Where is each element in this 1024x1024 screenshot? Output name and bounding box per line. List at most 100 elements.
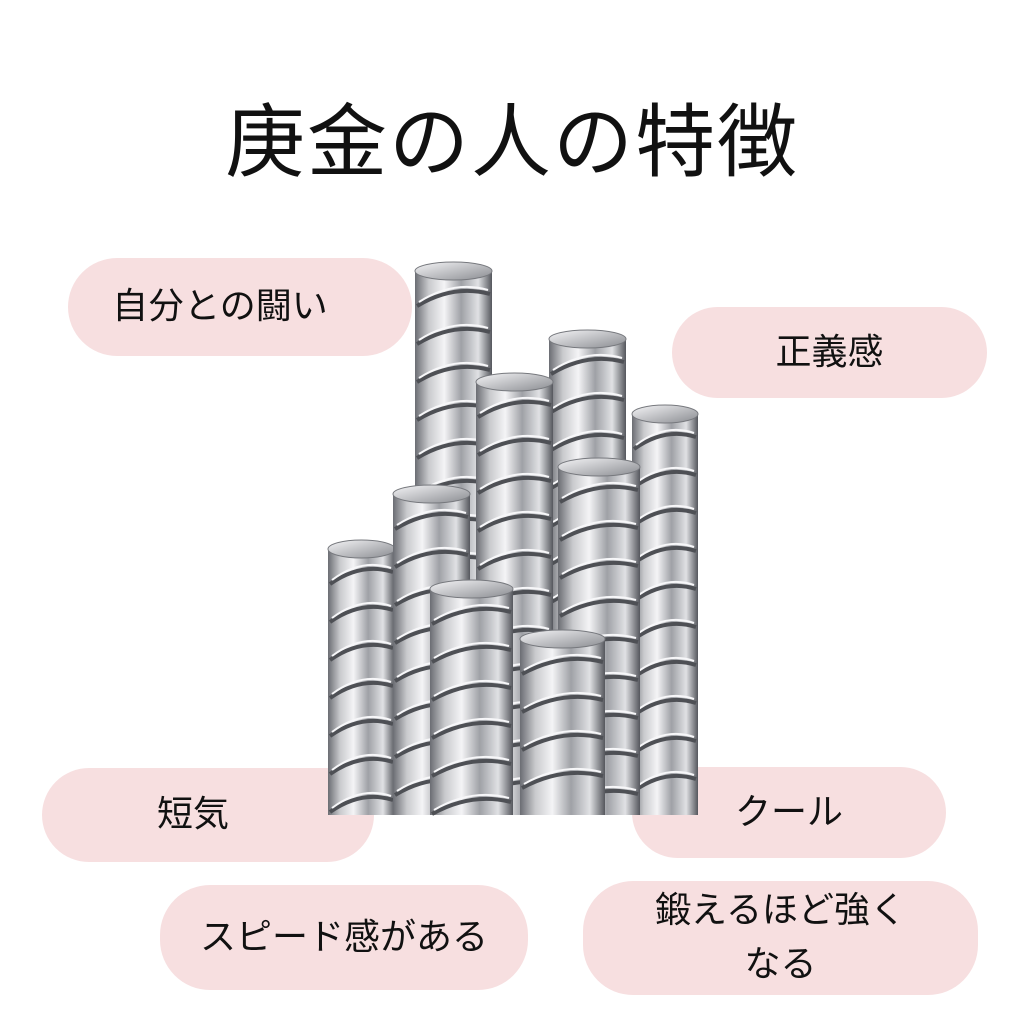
rebar-rib xyxy=(328,566,394,586)
rebar-rib xyxy=(431,720,512,740)
rebar-rib-highlight xyxy=(331,791,392,809)
rebar-rib-highlight xyxy=(635,504,695,522)
rebar-cap xyxy=(557,457,641,477)
rebar-cap xyxy=(429,579,514,599)
rebar-rib xyxy=(328,680,394,700)
rebar-rib-highlight xyxy=(523,653,602,671)
rebar-rib xyxy=(328,756,394,776)
rebar-rib xyxy=(476,513,552,533)
rebar-rib-highlight xyxy=(561,481,637,499)
rebar-cap xyxy=(475,372,554,392)
rebar-rib xyxy=(328,604,394,624)
rebar-rib-highlight xyxy=(635,428,695,446)
rebar-rib-highlight xyxy=(433,679,510,697)
rebar-rib-highlight xyxy=(635,770,695,788)
rebar-rib-highlight xyxy=(433,755,510,773)
rebar-cap xyxy=(548,329,627,349)
rebar-rib-highlight xyxy=(523,767,602,785)
rebar-rib-highlight xyxy=(433,793,510,811)
trait-pill-short-temper: 短気 xyxy=(42,768,374,862)
rebar-rib xyxy=(549,432,625,452)
rebar-body xyxy=(328,548,395,815)
rebar-rib xyxy=(476,551,552,571)
rebar-body xyxy=(430,588,513,815)
rebar-rib-highlight xyxy=(433,717,510,735)
trait-label: スピード感がある xyxy=(199,916,488,958)
rebar-rib-highlight xyxy=(635,580,695,598)
rebar-rib xyxy=(521,732,604,752)
rebar-rib-highlight xyxy=(552,353,623,371)
rebar xyxy=(429,579,514,816)
rebar-rib xyxy=(521,694,604,714)
page-title: 庚金の人の特徴 xyxy=(225,96,799,189)
rebar-rib-highlight xyxy=(635,656,695,674)
rebar-rib xyxy=(559,522,639,542)
rebar-rib xyxy=(393,549,469,569)
rebar-rib xyxy=(549,356,625,376)
rebar-cap xyxy=(631,404,699,424)
rebar-rib-highlight xyxy=(331,677,392,695)
rebar-rib xyxy=(632,431,697,451)
rebar-rib-highlight xyxy=(561,595,637,613)
rebar xyxy=(631,404,699,815)
trait-label: 鍛えるほど強く なる xyxy=(655,890,906,985)
rebar-rib-highlight xyxy=(479,434,550,452)
rebar-rib-highlight xyxy=(396,508,467,526)
rebar-rib-highlight xyxy=(331,563,392,581)
rebar-rib-highlight xyxy=(433,603,510,621)
rebar-rib xyxy=(431,644,512,664)
rebar-rib-highlight xyxy=(331,715,392,733)
trait-label: 正義感 xyxy=(775,331,884,373)
trait-pill-struggle: 自分との闘い xyxy=(68,258,412,356)
rebar-rib-highlight xyxy=(331,601,392,619)
rebar-rib xyxy=(559,598,639,618)
rebar-rib xyxy=(431,682,512,702)
rebar-rib-highlight xyxy=(331,753,392,771)
rebar-rib xyxy=(328,642,394,662)
rebar-rib xyxy=(328,794,394,814)
rebar-rib xyxy=(559,560,639,580)
rebar-cap xyxy=(519,629,606,649)
rebar-rib-highlight xyxy=(635,542,695,560)
rebar-rib-highlight xyxy=(635,466,695,484)
rebar-rib-highlight xyxy=(479,548,550,566)
rebar-rib-highlight xyxy=(635,618,695,636)
trait-label: 短気 xyxy=(156,794,229,835)
rebar-rib-highlight xyxy=(479,472,550,490)
rebar-rib-highlight xyxy=(418,285,489,303)
trait-pill-speed: スピード感がある xyxy=(160,885,528,990)
trait-pill-justice: 正義感 xyxy=(672,307,987,398)
rebar-rib xyxy=(476,437,552,457)
rebar-rib-highlight xyxy=(561,557,637,575)
rebar xyxy=(327,539,396,815)
rebar-rib-highlight xyxy=(561,519,637,537)
trait-label: 自分との闘い xyxy=(112,286,328,327)
trait-pill-stronger: 鍛えるほど強く なる xyxy=(583,881,978,995)
rebar-rib xyxy=(328,718,394,738)
rebar-rib-highlight xyxy=(635,694,695,712)
rebar-rib-highlight xyxy=(523,729,602,747)
rebar-rib-highlight xyxy=(433,641,510,659)
rebar-rib xyxy=(476,399,552,419)
rebar-rib-highlight xyxy=(418,361,489,379)
rebar-rib xyxy=(415,326,491,346)
rebar-rib xyxy=(521,770,604,790)
rebar-rib-highlight xyxy=(635,732,695,750)
rebar-rib xyxy=(415,364,491,384)
rebar-rib-highlight xyxy=(331,639,392,657)
rebar-rib-highlight xyxy=(396,546,467,564)
rebar-rib-highlight xyxy=(552,429,623,447)
rebar-rib-highlight xyxy=(552,391,623,409)
rebar-rib xyxy=(521,656,604,676)
rebar-rib xyxy=(393,511,469,531)
rebar-rib xyxy=(476,475,552,495)
rebar-rib xyxy=(431,796,512,816)
trait-label: クール xyxy=(734,791,843,833)
rebar-cap xyxy=(327,539,396,559)
rebar-rib xyxy=(415,288,491,308)
rebar-rib xyxy=(549,394,625,414)
rebar xyxy=(519,629,606,815)
rebar-rib xyxy=(431,758,512,778)
rebar-rib xyxy=(559,484,639,504)
